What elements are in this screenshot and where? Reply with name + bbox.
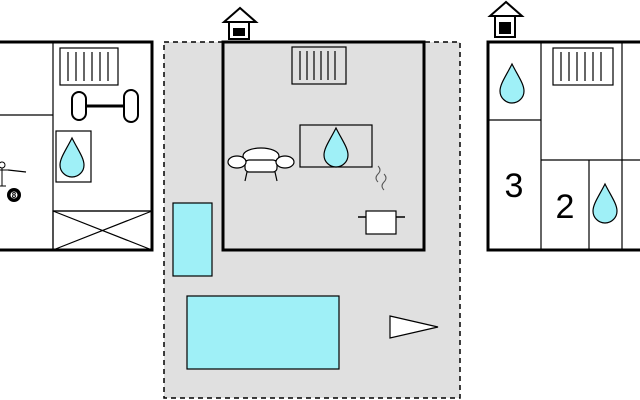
small-pool <box>172 202 213 277</box>
room-label-2: 2 <box>556 188 575 226</box>
house-entrance-icon <box>487 0 525 38</box>
staircase-icon <box>52 210 153 251</box>
sofa-icon <box>227 147 295 182</box>
house-entrance-icon <box>221 6 259 40</box>
radiator-icon <box>59 47 119 86</box>
cooking-pot-icon <box>358 165 405 235</box>
billiards-icon: 8 <box>0 161 27 202</box>
shower-icon <box>499 62 525 104</box>
billiard-ball-number: 8 <box>12 191 17 200</box>
left-house: 8 <box>0 40 154 252</box>
dumbbell-icon <box>71 89 139 123</box>
shower-icon <box>592 182 618 224</box>
room-label-3: 3 <box>505 167 524 205</box>
shower-icon <box>299 124 373 168</box>
shower-icon <box>55 130 92 183</box>
radiator-icon <box>552 47 614 86</box>
north-arrow-icon <box>389 315 439 339</box>
right-house: 3 2 <box>486 0 640 252</box>
swimming-pool <box>186 295 340 370</box>
radiator-icon <box>291 46 347 85</box>
center-house <box>221 6 426 252</box>
